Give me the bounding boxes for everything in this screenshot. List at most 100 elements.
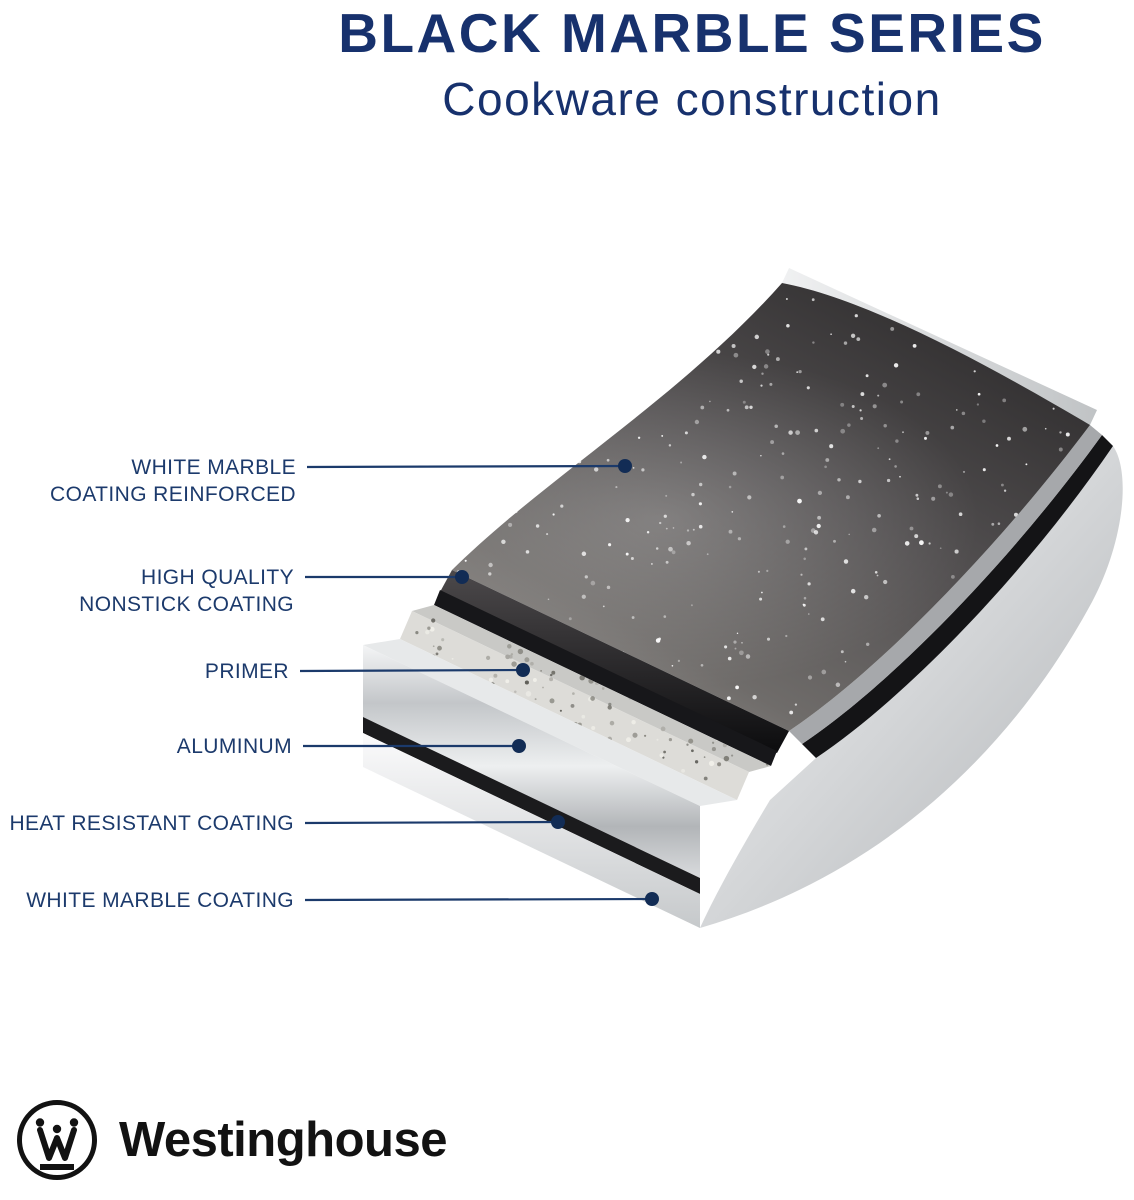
speckle (807, 675, 813, 680)
speckle (1001, 314, 1007, 320)
granule (432, 645, 435, 648)
speckle (955, 409, 958, 411)
granule (408, 789, 411, 793)
granule (570, 703, 575, 708)
speckle (518, 400, 523, 404)
brand-wordmark: Westinghouse (119, 1113, 447, 1167)
speckle (850, 333, 856, 338)
speckle (735, 685, 739, 690)
speckle (456, 417, 459, 420)
granule (711, 747, 716, 752)
speckle (592, 285, 597, 291)
granule (659, 753, 664, 758)
speckle (1007, 436, 1011, 441)
granule (530, 661, 534, 666)
leader-dot-nonstick (455, 570, 469, 584)
brand-block: Westinghouse (15, 1098, 447, 1182)
layer-primer-top-ledge (412, 605, 771, 772)
granule (488, 677, 494, 682)
speckle (616, 412, 620, 416)
speckle (865, 374, 869, 378)
speckle (1040, 690, 1045, 695)
leader-line-white-marble-reinforced (306, 464, 626, 469)
right-midgray-layer-band (789, 425, 1102, 744)
speckle (481, 480, 485, 484)
speckle (589, 345, 594, 350)
granule (559, 709, 562, 712)
speckle (483, 527, 487, 532)
granule (581, 714, 586, 719)
speckle (916, 392, 921, 397)
speckle (830, 333, 832, 336)
granule (590, 696, 595, 701)
speckle (752, 695, 757, 700)
layer-aluminum-front-face (363, 645, 700, 878)
speckle (649, 307, 655, 313)
speckle (775, 357, 780, 362)
leader-dot-primer (516, 663, 530, 677)
speckle (991, 522, 995, 526)
speckle (607, 287, 611, 291)
speckle (685, 295, 689, 299)
speckle (534, 439, 539, 444)
granule (750, 785, 755, 791)
granule (607, 705, 612, 710)
granule (400, 794, 402, 800)
speckle (571, 347, 574, 350)
speckle (726, 696, 731, 701)
speckle (961, 411, 966, 416)
speckle (900, 295, 904, 299)
speckle (452, 394, 453, 398)
speckle (767, 353, 770, 356)
granule (549, 698, 555, 704)
speckle (1082, 375, 1087, 380)
granule (396, 603, 400, 607)
speckle (605, 331, 610, 337)
granule (542, 686, 544, 689)
granule (591, 725, 596, 731)
granule (427, 626, 431, 630)
speckle (785, 298, 788, 300)
speckle (703, 289, 708, 293)
granule (451, 657, 454, 660)
granule (532, 678, 537, 682)
speckle (515, 342, 518, 345)
granule (694, 760, 699, 764)
granule (608, 702, 612, 707)
granule (681, 768, 686, 773)
speckle (1084, 362, 1089, 367)
speckle (1044, 427, 1047, 430)
speckle (912, 344, 917, 348)
granule (550, 673, 553, 677)
speckle (893, 363, 899, 368)
granule (626, 737, 631, 743)
speckle (550, 425, 555, 430)
speckle (914, 301, 920, 306)
layer-black-band (434, 590, 777, 766)
granule (493, 673, 498, 678)
speckle (539, 396, 541, 398)
speckle (997, 522, 1001, 525)
speckle (900, 400, 904, 404)
speckle (1025, 463, 1028, 466)
label-primer: PRIMER (204, 660, 289, 683)
speckle (907, 292, 912, 297)
granule (524, 657, 530, 663)
granule (686, 743, 689, 746)
layer-aluminum-top-ledge (363, 639, 737, 806)
speckle (644, 339, 647, 342)
speckle (468, 405, 471, 407)
westinghouse-logo-icon (17, 1100, 97, 1180)
leader-dot-aluminum (512, 739, 526, 753)
speckle (456, 550, 460, 553)
granule (549, 677, 554, 682)
speckle (1022, 426, 1028, 432)
speckle (600, 439, 604, 444)
speckle (1032, 286, 1036, 291)
speckle (786, 324, 790, 328)
granule (644, 734, 647, 737)
speckle (1037, 372, 1042, 377)
granule (551, 670, 556, 675)
speckle (821, 669, 827, 675)
granule (723, 755, 730, 762)
